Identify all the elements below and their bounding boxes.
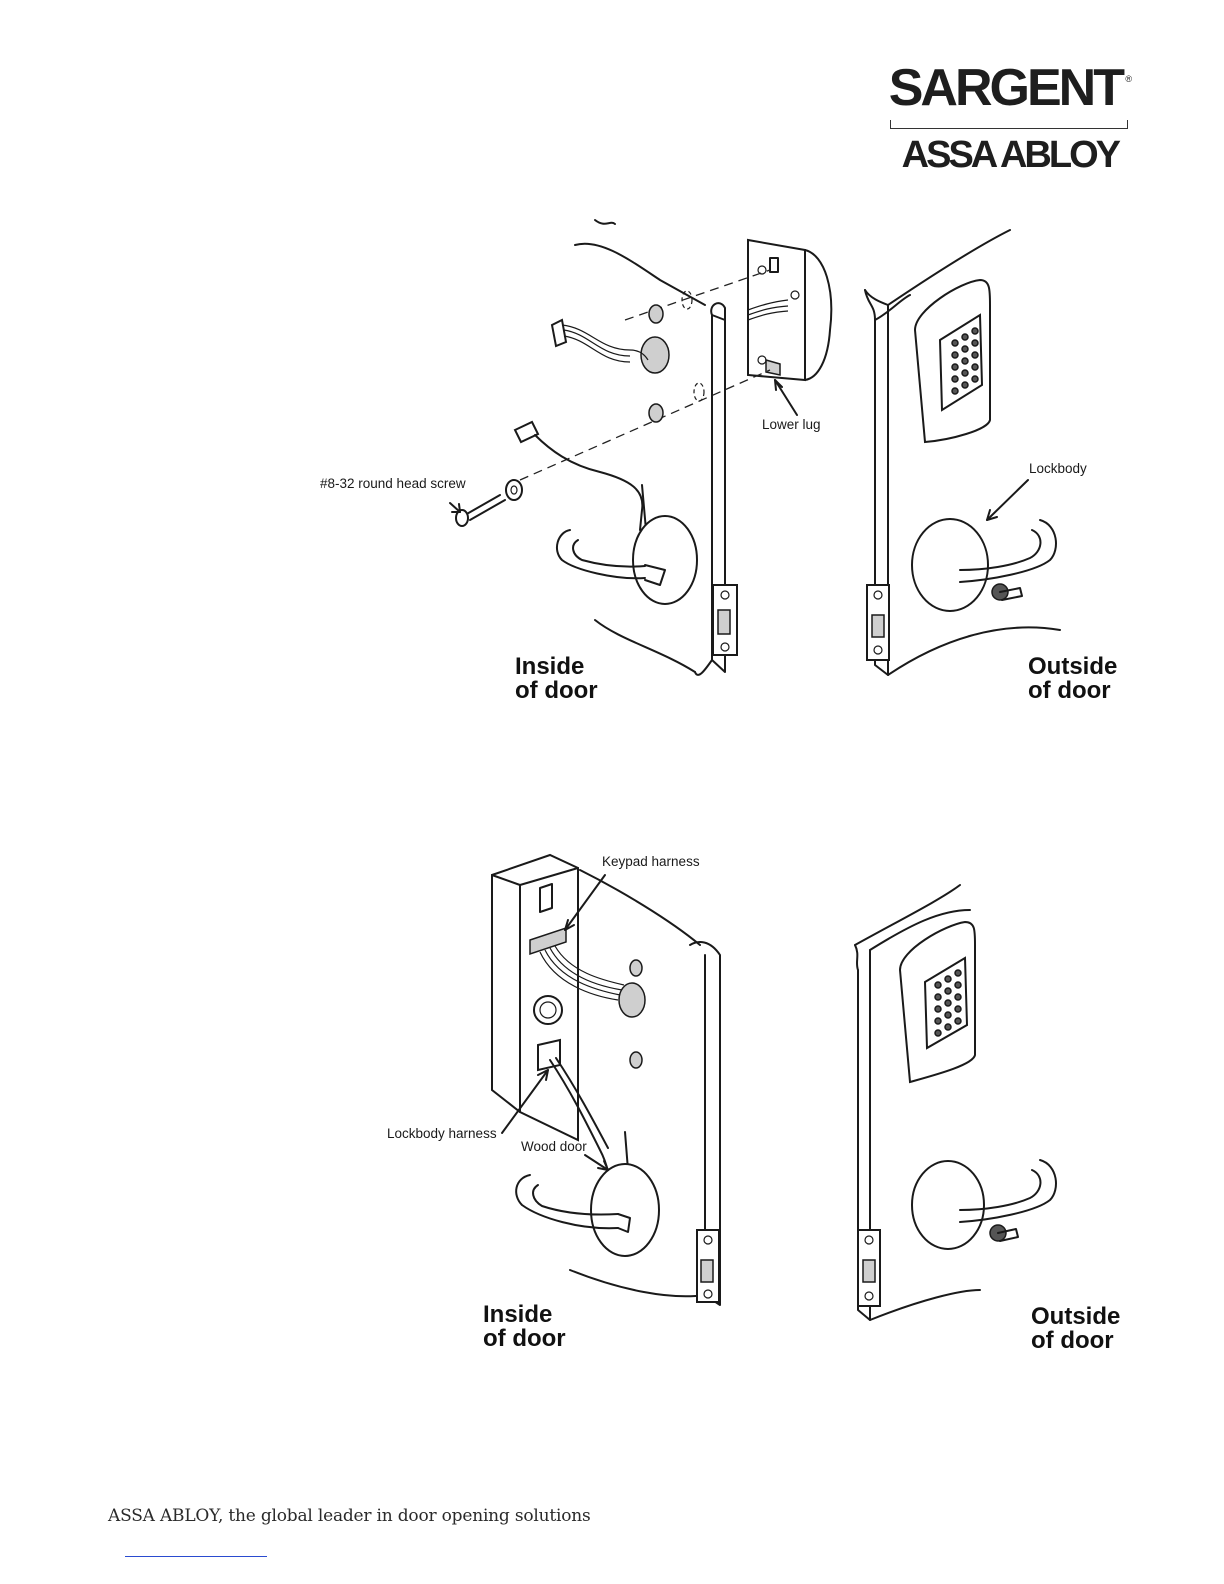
latch-faceplate-icon [697, 1230, 719, 1302]
figure-2-inside-label: Inside of door [483, 1303, 566, 1351]
footer-tagline: ASSA ABLOY, the global leader in door op… [108, 1506, 591, 1526]
outside-label-line-2: of door [1028, 679, 1117, 703]
inside-label-line-2: of door [483, 1327, 566, 1351]
mounting-hole-upper [630, 960, 642, 976]
inside-label-line-1: Inside [515, 655, 598, 679]
callout-wood-door: Wood door [521, 1139, 587, 1154]
outside-label-line-1: Outside [1028, 655, 1117, 679]
inside-label-line-1: Inside [483, 1303, 566, 1327]
keypad-icon [900, 922, 975, 1082]
logo-sargent: SARGENT [889, 58, 1122, 118]
logo-assa-abloy: ASSA ABLOY [902, 134, 1118, 177]
mounting-hole-lower [630, 1052, 642, 1068]
figure-1-exploded-installation [300, 210, 1140, 690]
footer-link-underline[interactable] [125, 1556, 267, 1557]
inside-door-panel [575, 220, 725, 675]
figure-2-assembled-installation [380, 850, 1140, 1330]
lever-handle-icon [516, 1164, 659, 1256]
cable-hole [641, 337, 669, 373]
latch-faceplate-icon [713, 585, 737, 655]
callout-lower-lug: Lower lug [762, 417, 821, 432]
lockbody-cable [515, 422, 646, 530]
outside-lever-handle [912, 519, 1056, 611]
logo-divider [890, 120, 1128, 129]
figure-1-outside-label: Outside of door [1028, 655, 1117, 703]
callout-lockbody: Lockbody [1029, 461, 1087, 476]
outside-latch-faceplate [858, 1230, 880, 1306]
figure-2-outside-label: Outside of door [1031, 1305, 1120, 1353]
keypad-icon [915, 280, 990, 442]
figure-2-drawing [380, 850, 1140, 1330]
inside-label-line-2: of door [515, 679, 598, 703]
inside-backplate [748, 240, 831, 380]
cable-hole [619, 983, 645, 1017]
callout-lockbody-harness: Lockbody harness [387, 1126, 497, 1141]
figure-1-inside-label: Inside of door [515, 655, 598, 703]
alignment-line-lower [520, 370, 770, 480]
callout-keypad-harness: Keypad harness [602, 854, 700, 869]
outside-label-line-2: of door [1031, 1329, 1120, 1353]
lever-handle-icon [557, 516, 697, 604]
mounting-hole-upper [649, 305, 663, 323]
mounting-hole-lower [649, 404, 663, 422]
outside-lever-handle [912, 1160, 1056, 1249]
logo-registered-mark: ® [1125, 74, 1132, 84]
outside-label-line-1: Outside [1031, 1305, 1120, 1329]
figure-1-drawing [300, 210, 1140, 690]
outside-latch-faceplate [867, 585, 889, 660]
inside-backplate [492, 855, 578, 1140]
callout-round-head-screw: #8-32 round head screw [320, 476, 466, 491]
brand-logo: SARGENT ® ASSA ABLOY [880, 58, 1140, 188]
